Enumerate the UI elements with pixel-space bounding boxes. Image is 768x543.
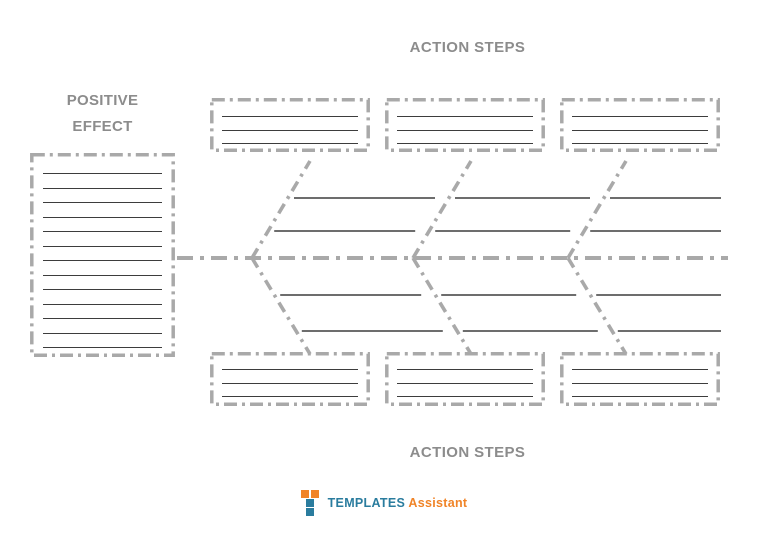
action-box-bottom-2 [385,352,545,406]
positive-effect-box [30,153,175,357]
ruled-line [43,245,162,247]
brand-name: TEMPLATES [327,496,406,510]
ruled-line [397,382,533,384]
dash-dot-border [560,98,720,152]
ruled-line [397,143,533,145]
ruled-line [397,116,533,118]
ruled-line [572,369,708,371]
ruled-line [222,396,358,398]
ruled-line [572,116,708,118]
ruled-line [43,289,162,291]
action-box-top-1 [210,98,370,152]
templates-assistant-icon [300,490,321,516]
action-box-top-2 [385,98,545,152]
dash-dot-border [385,98,545,152]
ruled-line [397,396,533,398]
ruled-line [572,143,708,145]
ruled-line [43,187,162,189]
dash-dot-border [385,352,545,406]
ruled-line [43,202,162,204]
rib-down-1 [250,257,312,355]
dash-dot-border [560,352,720,406]
ruled-line [43,260,162,262]
ruled-line [572,396,708,398]
dash-dot-border [30,153,175,357]
bottom-action-steps-title: ACTION STEPS [409,444,526,461]
ruled-line [43,216,162,218]
rib-up-3 [566,160,628,259]
dash-dot-border [210,352,370,406]
rib-up-1 [250,160,312,259]
rib-down-2 [411,257,473,355]
dash-dot-border [210,98,370,152]
ruled-line [222,143,358,145]
positive-effect-label-line2: EFFECT [72,118,133,135]
ruled-line [222,129,358,131]
ruled-line [43,274,162,276]
ruled-line [43,303,162,305]
rib-up-2 [411,160,473,259]
top-action-steps-title: ACTION STEPS [409,39,526,56]
ruled-line [43,332,162,334]
positive-effect-label-line1: POSITIVE [66,92,139,109]
ruled-line [43,173,162,175]
ruled-line [572,382,708,384]
ruled-line [43,347,162,349]
brand-logo: TEMPLATES Assistant [0,489,768,517]
ruled-line [43,231,162,233]
brand-logo-text: TEMPLATES Assistant [328,496,468,510]
ruled-line [572,129,708,131]
ruled-line [222,369,358,371]
ruled-line [222,116,358,118]
action-box-bottom-3 [560,352,720,406]
action-box-top-3 [560,98,720,152]
ruled-line [397,369,533,371]
ruled-line [222,382,358,384]
action-box-bottom-1 [210,352,370,406]
ruled-line [43,318,162,320]
brand-suffix: Assistant [408,496,468,510]
rib-down-3 [566,257,628,355]
positive-effect-label: POSITIVE EFFECT [30,88,175,140]
ruled-line [397,129,533,131]
